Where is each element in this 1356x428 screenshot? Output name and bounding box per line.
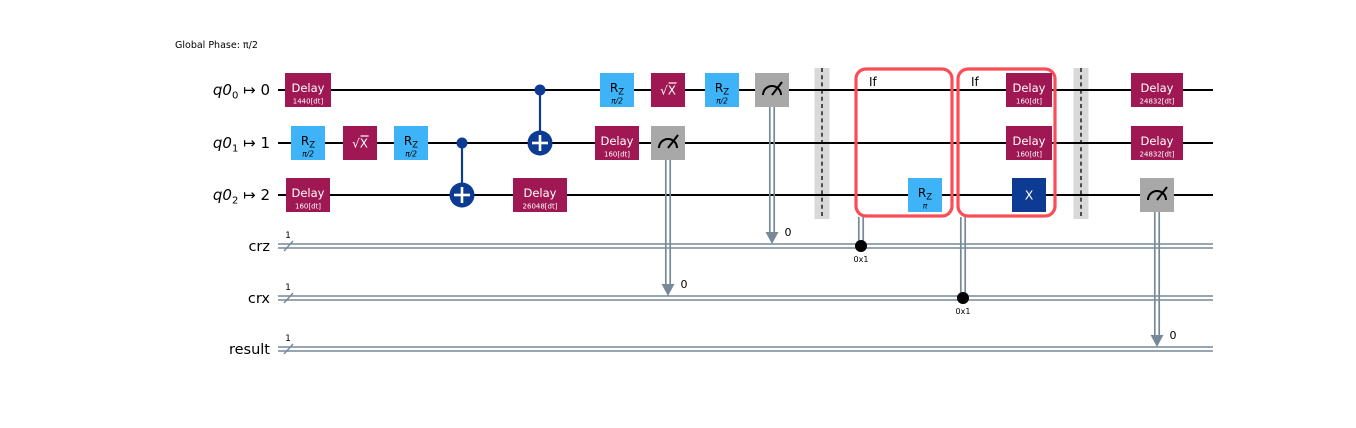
delay-gate	[1131, 73, 1183, 107]
delay-gate	[595, 126, 639, 160]
measure-needle-icon	[1156, 186, 1168, 201]
gate-sublabel: 24832[dt]	[1140, 98, 1175, 106]
delay-gate	[285, 73, 331, 107]
gate-sublabel: 160[dt]	[1016, 151, 1042, 159]
gate-sublabel: π/2	[405, 150, 417, 159]
measure-bit-label: 0	[681, 278, 688, 291]
gate-label: Delay	[292, 81, 325, 95]
measure-needle-icon	[771, 81, 783, 96]
creg-label-crx: crx	[248, 291, 271, 307]
measure-arc-icon	[762, 85, 782, 96]
bus-size-crx: 1	[285, 283, 291, 293]
gate-label: X	[1025, 188, 1034, 203]
if-block-2	[956, 67, 1057, 218]
gate-sublabel: π/2	[716, 97, 728, 106]
bus-size-crz: 1	[285, 231, 291, 241]
bus-slash-crz	[283, 240, 294, 252]
delay-gate	[513, 178, 567, 212]
cx-control-dot	[456, 137, 468, 149]
gate-sublabel: 160[dt]	[1016, 98, 1042, 106]
creg-label-crz: crz	[248, 239, 270, 255]
gate-label: RZ	[301, 134, 315, 151]
delay-gate	[1131, 126, 1183, 160]
cx-control-dot	[534, 84, 546, 96]
gate-label: Delay	[1141, 134, 1174, 148]
gate-sublabel: 160[dt]	[604, 151, 630, 159]
if-block-2-condition-dot	[957, 292, 969, 304]
measure-arc-icon	[1147, 190, 1167, 201]
if-block-1	[854, 67, 954, 218]
measure-arc-icon	[658, 138, 678, 149]
bus-slash-crx	[283, 292, 294, 304]
gate-label: √X	[660, 84, 676, 98]
sx-gate	[651, 73, 685, 107]
gate-sublabel: π	[923, 202, 928, 211]
gate-sublabel: 160[dt]	[295, 203, 321, 211]
gate-sublabel: 1440[dt]	[293, 98, 324, 106]
if-block-1-label: If	[869, 75, 878, 89]
qubit-label-q2: q02 ↦ 2	[213, 186, 270, 207]
measure-bit-label: 0	[1170, 329, 1177, 342]
gate-label: Delay	[292, 186, 325, 200]
rz-gate	[291, 126, 325, 160]
rz-gate	[394, 126, 428, 160]
if-block-1-condition-dot	[855, 240, 867, 252]
gate-label: Delay	[601, 134, 634, 148]
measure-arrowhead	[765, 232, 779, 244]
sx-gate	[343, 126, 377, 160]
measure-gate	[1140, 178, 1174, 212]
gate-label: RZ	[610, 81, 624, 98]
measure-arrowhead	[1150, 335, 1164, 347]
delay-gate	[1006, 73, 1052, 107]
bus-size-result: 1	[285, 334, 291, 344]
rz-gate	[600, 73, 634, 107]
gate-sublabel: 26048[dt]	[523, 203, 558, 211]
gate-label: Delay	[1141, 81, 1174, 95]
gate-label: Delay	[1013, 81, 1046, 95]
if-block-2-label: If	[971, 75, 980, 89]
measure-gate	[651, 126, 685, 160]
creg-label-result: result	[229, 342, 270, 358]
if-block-2-condition-value: 0x1	[956, 307, 971, 316]
gate-label: RZ	[715, 81, 729, 98]
bus-slash-result	[283, 343, 294, 355]
measure-arrowhead	[661, 284, 675, 296]
measure-needle-icon	[667, 134, 679, 149]
gate-sublabel: π/2	[302, 150, 314, 159]
gate-label: √X	[352, 137, 368, 151]
gate-sublabel: 24832[dt]	[1140, 151, 1175, 159]
gate-label: RZ	[404, 134, 418, 151]
gate-label: Delay	[1013, 134, 1046, 148]
measure-gate	[755, 73, 789, 107]
delay-gate	[286, 178, 330, 212]
if-block-1-condition-value: 0x1	[854, 255, 869, 264]
global-phase-label: Global Phase: π/2	[175, 40, 258, 51]
gate-label: Delay	[524, 186, 557, 200]
delay-gate	[1006, 126, 1052, 160]
gate-label: RZ	[918, 186, 932, 203]
rz-gate	[908, 178, 942, 212]
x-gate	[1012, 178, 1046, 212]
gate-sublabel: π/2	[611, 97, 623, 106]
measure-bit-label: 0	[785, 226, 792, 239]
qubit-label-q1: q01 ↦ 1	[213, 134, 270, 155]
qubit-label-q0: q00 ↦ 0	[213, 81, 270, 102]
rz-gate	[705, 73, 739, 107]
